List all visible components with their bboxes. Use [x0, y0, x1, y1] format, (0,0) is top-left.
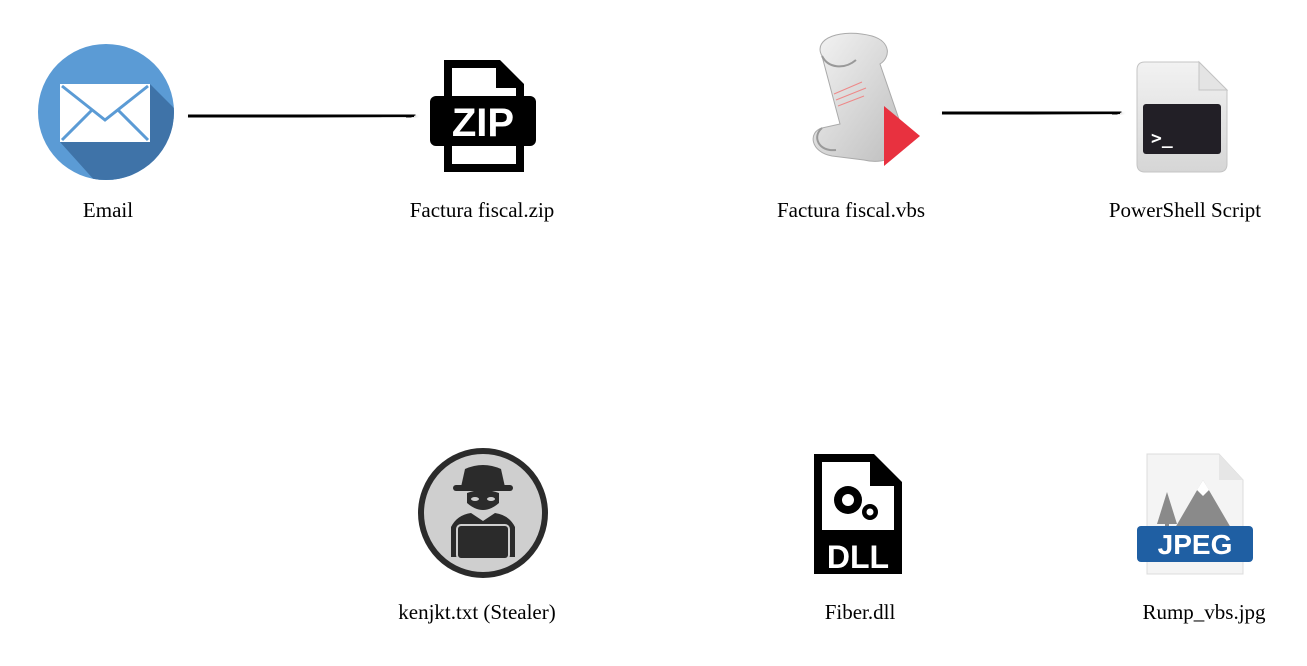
terminal-prompt: >_	[1151, 128, 1173, 149]
node-zip: ZIP	[428, 56, 538, 176]
node-stealer	[417, 447, 549, 579]
jpeg-file-icon: JPEG	[1137, 453, 1253, 575]
node-label-stealer: kenjkt.txt (Stealer)	[398, 600, 556, 624]
node-label-jpeg: Rump_vbs.jpg	[1142, 600, 1266, 624]
node-label-powershell: PowerShell Script	[1108, 198, 1262, 222]
terminal-file-icon: >_	[1136, 60, 1229, 173]
node-powershell: >_	[1135, 60, 1230, 175]
dll-badge: DLL	[827, 539, 889, 575]
zip-file-icon: ZIP	[430, 60, 536, 172]
zip-badge: ZIP	[452, 101, 514, 145]
node-label-vbs: Factura fiscal.vbs	[776, 198, 926, 222]
node-label-zip: Factura fiscal.zip	[409, 198, 555, 222]
node-vbs	[792, 28, 927, 168]
node-jpeg: JPEG	[1135, 452, 1255, 577]
gears-icon	[834, 486, 878, 520]
node-dll: DLL	[812, 452, 904, 576]
node-label-email: Email	[82, 198, 134, 222]
dll-file-icon: DLL	[814, 454, 902, 575]
arrow-email-to-zip	[187, 110, 416, 121]
envelope-icon	[38, 44, 174, 180]
jpeg-badge: JPEG	[1158, 529, 1233, 560]
hacker-icon	[418, 448, 548, 578]
arrow-vbs-to-ps	[941, 107, 1122, 118]
node-email	[36, 42, 176, 182]
script-scroll-icon	[812, 32, 920, 166]
node-label-dll: Fiber.dll	[824, 600, 896, 624]
